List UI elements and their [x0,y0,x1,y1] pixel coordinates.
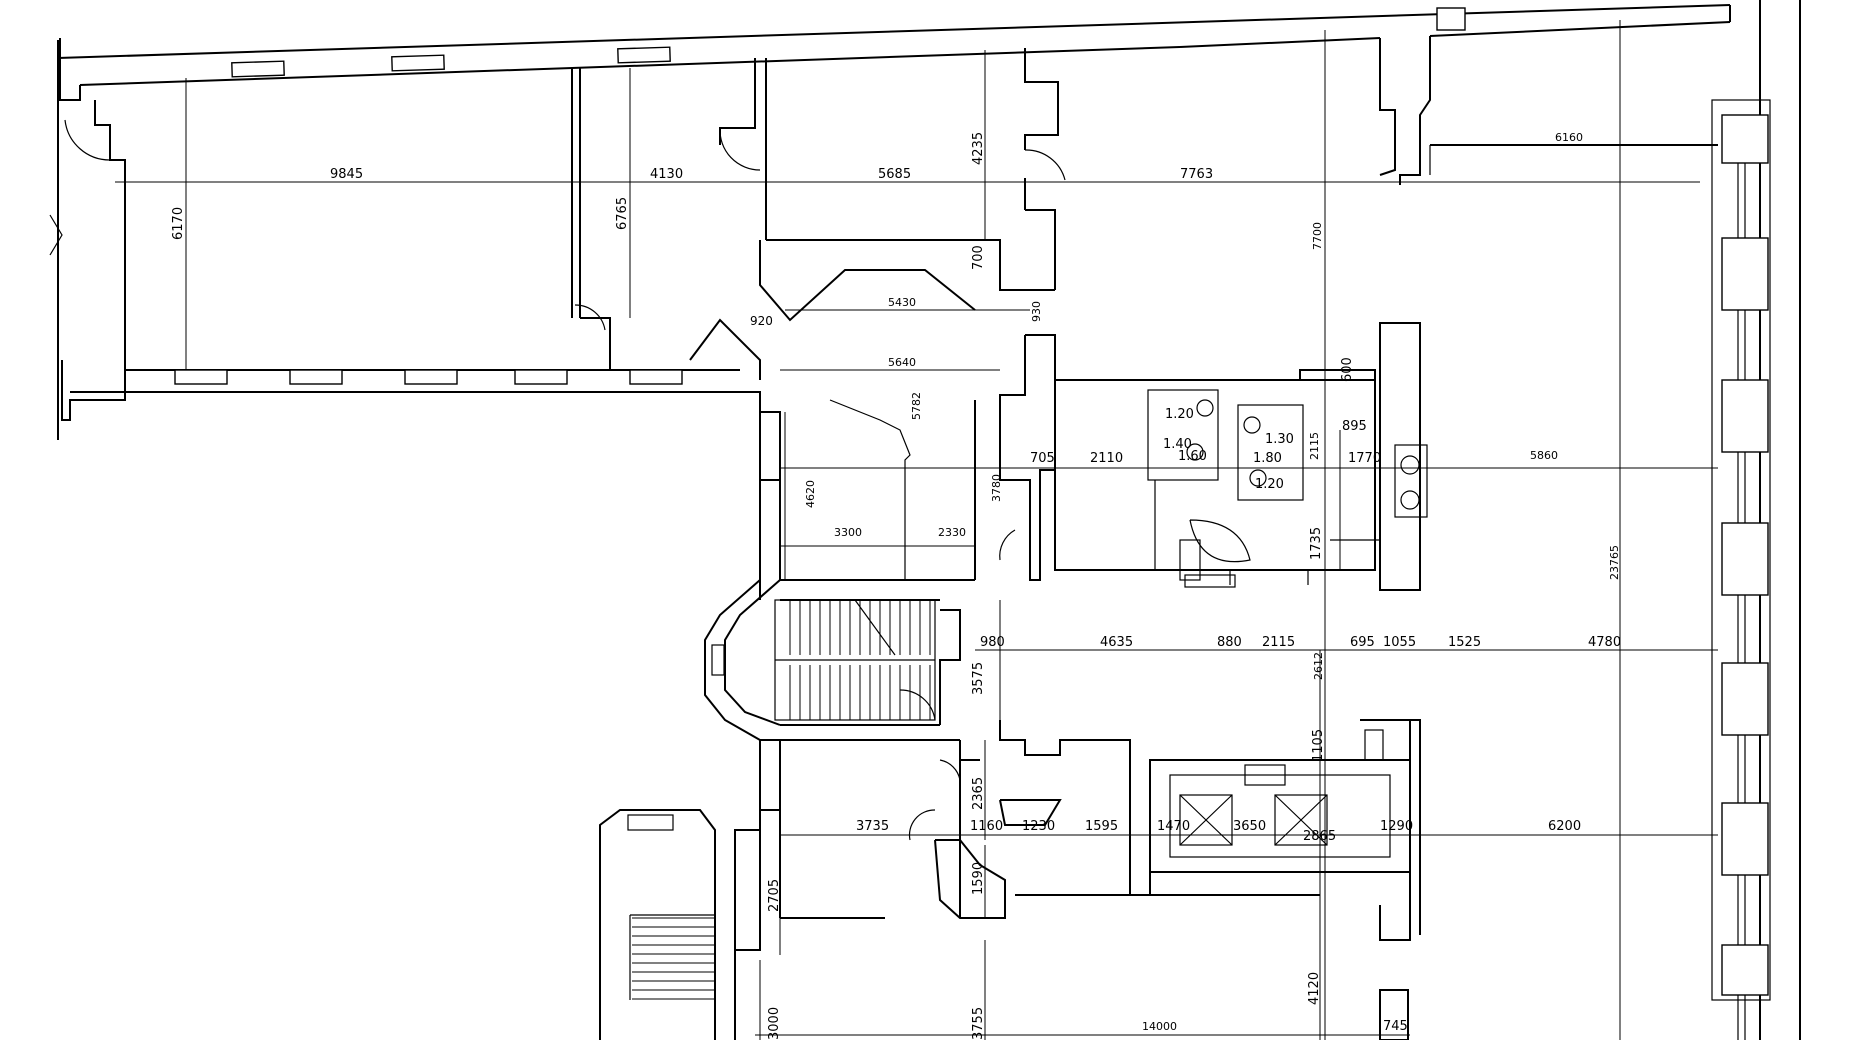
bottom-wing-windows [174,369,683,385]
dim-4780: 4780 [1588,635,1621,650]
dim-4120: 4120 [1307,972,1322,1005]
dim-6765: 6765 [615,197,630,230]
dim-3735: 3735 [856,819,889,834]
dim-7763: 7763 [1180,167,1213,182]
dim-4130: 4130 [650,167,683,182]
dim-1-60: 1.60 [1178,449,1207,464]
dim-2115v: 2115 [1308,432,1321,460]
dim-920: 920 [750,314,773,328]
dim-3650: 3650 [1233,819,1266,834]
dim-1595: 1595 [1085,819,1118,834]
dim-9845: 9845 [330,167,363,182]
dim-3000: 3000 [767,1007,782,1040]
dim-5685: 5685 [878,167,911,182]
dim-1-20a: 1.20 [1165,407,1194,422]
top-windows [231,7,1466,78]
dim-1-80: 1.80 [1253,451,1282,466]
dim-23765: 23765 [1608,545,1621,580]
dim-1470: 1470 [1157,819,1190,834]
dim-3780: 3780 [990,474,1003,502]
dim-2115: 2115 [1262,635,1295,650]
dim-1770: 1770 [1348,451,1381,466]
dim-2365: 2365 [971,777,986,810]
dim-1105: 1105 [1311,729,1326,762]
dim-3300: 3300 [834,526,862,539]
dim-2865: 2865 [1303,829,1336,844]
dim-5640: 5640 [888,356,916,369]
dim-2705: 2705 [767,879,782,912]
dim-695: 695 [1350,635,1375,650]
dim-1-40: 1.40 [1163,437,1192,452]
dim-5430: 5430 [888,296,916,309]
dim-4235: 4235 [971,132,986,165]
dim-2330: 2330 [938,526,966,539]
dim-1-20b: 1.20 [1255,477,1284,492]
dim-980: 980 [980,635,1005,650]
dim-14000: 14000 [1142,1020,1177,1033]
dim-2110: 2110 [1090,451,1123,466]
dim-3575: 3575 [971,662,986,695]
dimension-lines [115,20,1718,1040]
dim-2612: 2612 [1312,652,1325,680]
dim-880: 880 [1217,635,1242,650]
dim-705: 705 [1030,451,1055,466]
lower-partitions [599,719,1421,1040]
dim-930: 930 [1030,301,1043,322]
dim-1590: 1590 [971,862,986,895]
dim-700: 700 [971,245,986,270]
exterior-walls [49,0,1801,1040]
right-windows [1711,99,1771,1001]
dim-600: 600 [1340,357,1355,382]
dim-1160: 1160 [970,819,1003,834]
central-stair [704,579,961,741]
dim-5782: 5782 [910,392,923,420]
dim-6160: 6160 [1555,131,1583,144]
doors [64,119,1066,841]
dim-1230: 1230 [1022,819,1055,834]
dim-1055: 1055 [1383,635,1416,650]
central-stair-treads [789,600,931,720]
dim-6200: 6200 [1548,819,1581,834]
dim-3755: 3755 [971,1007,986,1040]
wc-block [1054,322,1428,591]
dim-745: 745 [1383,1019,1408,1034]
dim-1525: 1525 [1448,635,1481,650]
upper-partitions [571,36,1718,600]
dim-895: 895 [1342,419,1367,434]
dim-4620: 4620 [804,480,817,508]
dim-5860: 5860 [1530,449,1558,462]
lower-stair-treads [632,917,715,1000]
dim-6170: 6170 [171,207,186,240]
dim-1290: 1290 [1380,819,1413,834]
dim-4635: 4635 [1100,635,1133,650]
dim-1735: 1735 [1309,527,1324,560]
dim-7700: 7700 [1311,222,1324,250]
dimension-labels: 9845 4130 5685 7763 6160 6170 6765 4235 … [171,131,1621,1040]
dim-1-30: 1.30 [1265,432,1294,447]
